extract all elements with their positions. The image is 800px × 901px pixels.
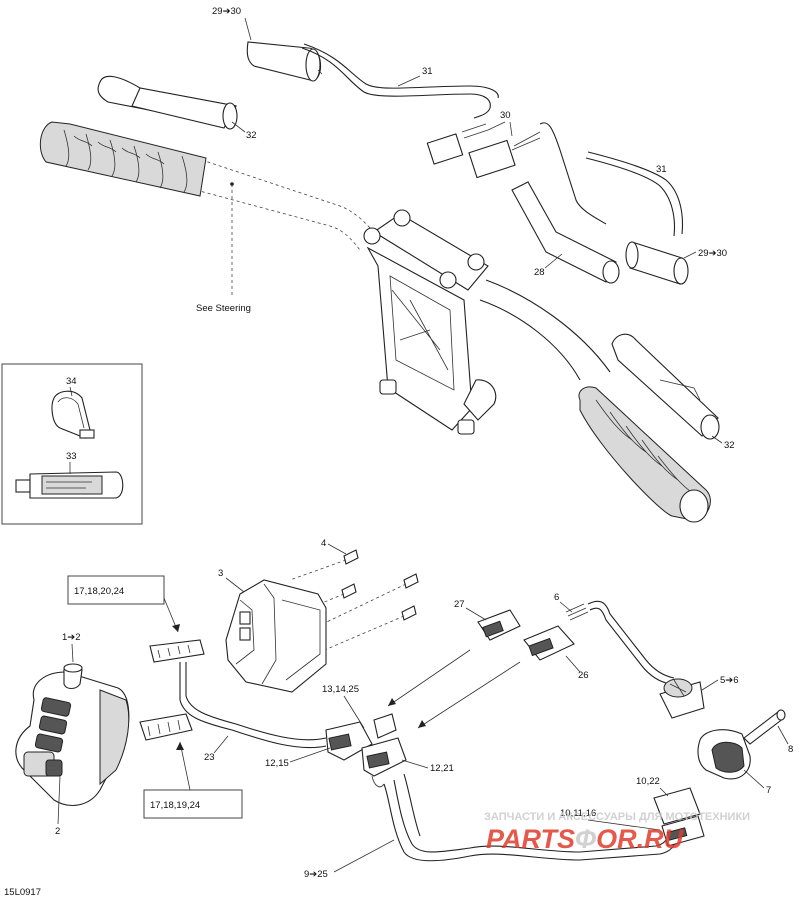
callout-10-11-16: 10,11,16 [560, 808, 596, 819]
callout-4: 4 [321, 538, 326, 549]
callout-33: 33 [66, 451, 77, 462]
callout-3: 3 [218, 568, 223, 579]
callout-31-top: 31 [422, 66, 433, 77]
callout-1-2: 1➔2 [62, 632, 81, 643]
switch-assembly [15, 663, 130, 806]
callout-7: 7 [766, 785, 771, 796]
callout-32-right: 32 [724, 440, 735, 451]
wire-31-top [301, 43, 499, 119]
throttle-sensor-5 [659, 678, 705, 719]
callout-27: 27 [454, 599, 465, 610]
heating-element-tube-left [246, 41, 323, 82]
callout-28: 28 [534, 267, 545, 278]
callout-17-18-19-24: 17,18,19,24 [150, 800, 200, 811]
handlebar [195, 157, 611, 381]
connector-17-top [149, 639, 205, 663]
callout-12-21: 12,21 [430, 763, 454, 774]
callout-29-30-right: 29➔30 [698, 248, 727, 259]
callout-12-15: 12,15 [265, 758, 289, 769]
part-33-tube [15, 471, 124, 499]
switch-housing-3 [225, 579, 327, 693]
connector-26 [523, 625, 575, 661]
watermark-top-text: ЗАПЧАСТИ И АКСЕССУАРЫ ДЛЯ МОТОТЕХНИКИ [484, 811, 750, 823]
callout-9-25: 9➔25 [304, 869, 328, 880]
figure-id: 15L0917 [4, 887, 41, 898]
connector-17-bottom [139, 713, 193, 741]
left-grip [39, 121, 207, 197]
callout-2: 2 [55, 826, 60, 837]
callout-box-bottom [143, 789, 243, 819]
connector-27 [477, 609, 521, 641]
callout-23: 23 [204, 752, 215, 763]
callout-34: 34 [66, 376, 77, 387]
watermark-brand: PARTSФOR.RU [486, 824, 685, 854]
tube-28 [511, 181, 620, 284]
heating-element-32-top [97, 75, 238, 130]
connector-10-22 [653, 787, 705, 847]
callout-13-14-25: 13,14,25 [322, 684, 359, 695]
watermark-brand-start: PARTS [486, 824, 575, 854]
callout-30: 30 [500, 110, 511, 121]
heating-element-32-right [611, 333, 720, 440]
steering-riser [363, 209, 497, 435]
callout-10-22: 10,22 [636, 776, 660, 787]
screws-4 [289, 549, 419, 653]
callout-17-18-20-24: 17,18,20,24 [74, 586, 124, 597]
pin-8 [743, 709, 786, 745]
terminals-6 [565, 600, 675, 685]
callout-29-30-top: 29➔30 [212, 6, 241, 17]
callout-32-top: 32 [246, 130, 257, 141]
heating-element-tube-right [625, 241, 689, 285]
watermark-brand-end: OR.RU [596, 824, 685, 854]
callout-8: 8 [788, 744, 793, 755]
callout-31-right: 31 [656, 164, 667, 175]
wiring-harness-23 [179, 662, 327, 749]
callout-box-top [67, 575, 165, 605]
callout-6: 6 [554, 592, 559, 603]
lower-harness [383, 773, 677, 862]
watermark: ЗАПЧАСТИ И АКСЕССУАРЫ ДЛЯ МОТОТЕХНИКИ PA… [484, 811, 750, 854]
right-grip [578, 386, 711, 523]
part-34-clip [51, 390, 95, 439]
connector-cluster [325, 713, 407, 788]
callout-5-6: 5➔6 [720, 675, 739, 686]
callout-26: 26 [578, 670, 589, 681]
inset-box: 34 33 [1, 363, 143, 525]
wire-31-right [585, 151, 684, 237]
see-steering-label: See Steering [196, 303, 251, 314]
throttle-lever-7 [697, 729, 751, 780]
watermark-brand-accent: Ф [575, 824, 596, 854]
connector-30 [426, 122, 607, 225]
